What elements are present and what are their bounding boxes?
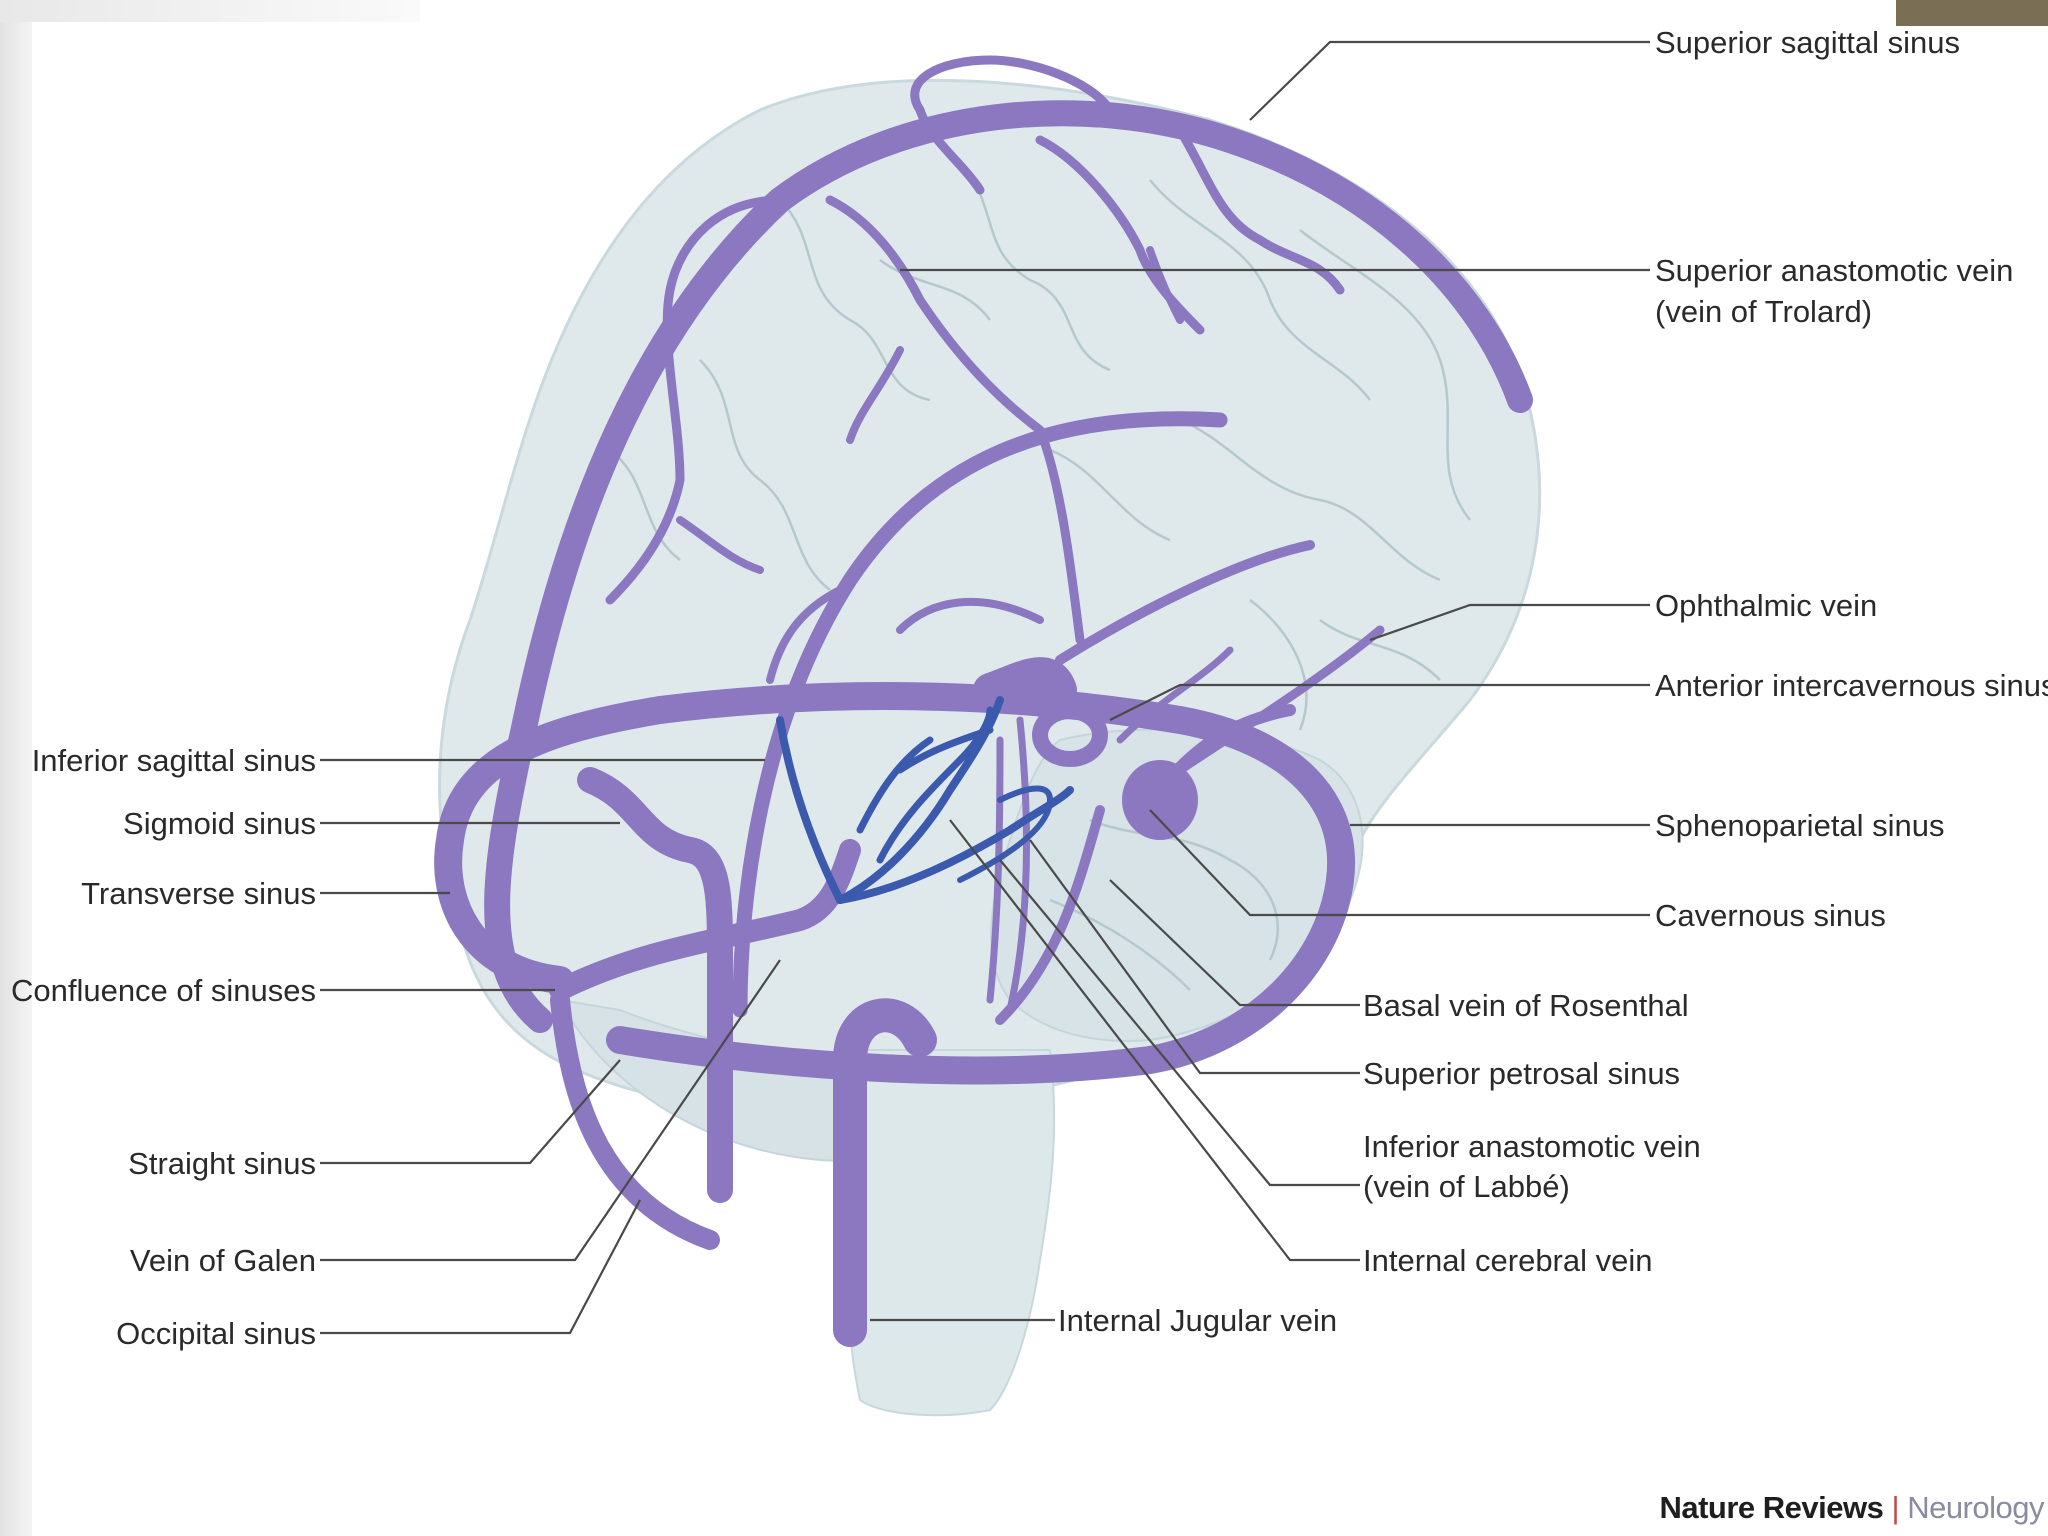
sigmoid-sinus-vessel [577,767,733,1203]
label-occipital-sinus: Occipital sinus [116,1316,316,1351]
label-confluence-of-sinuses: Confluence of sinuses [11,973,316,1008]
leader-lines [320,40,1650,1335]
occipital-sinus-vessel [550,990,720,1250]
credit-journal: Nature Reviews [1659,1490,1884,1525]
transverse-sinus-vessel [434,682,1356,1085]
label-internal-jugular-vein: Internal Jugular vein [1058,1303,1337,1338]
brainstem [846,1049,1056,1417]
venous-sinuses [434,55,1533,1347]
label-sphenoparietal-sinus: Sphenoparietal sinus [1655,808,1945,843]
label-superior-petrosal-sinus: Superior petrosal sinus [1363,1056,1680,1091]
label-inferior-sagittal-sinus: Inferior sagittal sinus [32,743,316,778]
label-transverse-sinus: Transverse sinus [81,876,316,911]
slide-left-edge [0,0,32,1536]
label-ophthalmic-vein: Ophthalmic vein [1655,588,1877,623]
labels-left: Inferior sagittal sinus Sigmoid sinus Tr… [11,743,316,1351]
label-superior-anastomotic-vein: Superior anastomotic vein [1655,253,2013,288]
corner-accent-block [1896,0,2048,26]
label-basal-vein: Basal vein of Rosenthal [1363,988,1689,1023]
internal-jugular-vessel [833,998,937,1347]
label-vein-of-labbe: (vein of Labbé) [1363,1169,1570,1204]
label-sigmoid-sinus: Sigmoid sinus [123,806,316,841]
petrosal-vessel [995,805,1105,1025]
label-straight-sinus: Straight sinus [128,1146,316,1181]
inferior-sagittal-sinus-vessel [732,411,1228,1018]
journal-credit: Nature Reviews | Neurology [1659,1490,2044,1526]
cavernous-node [973,657,1077,707]
label-anterior-intercavernous-sinus: Anterior intercavernous sinus [1655,668,2048,703]
deep-veins [776,696,1074,904]
label-inferior-anastomotic-vein: Inferior anastomotic vein [1363,1129,1701,1164]
label-vein-of-trolard: (vein of Trolard) [1655,294,1872,329]
label-internal-cerebral-vein: Internal cerebral vein [1363,1243,1653,1278]
cavernous-sinus-body [1122,760,1198,840]
credit-separator: | [1891,1490,1900,1525]
label-cavernous-sinus: Cavernous sinus [1655,898,1886,933]
credit-section: Neurology [1907,1490,2044,1525]
slide-top-edge [0,0,420,22]
label-vein-of-galen: Vein of Galen [130,1243,316,1278]
intercavernous-ring [1032,703,1108,767]
label-superior-sagittal-sinus: Superior sagittal sinus [1655,25,1960,60]
ophthalmic-vessel [1175,625,1385,775]
labels-right: Superior sagittal sinus Superior anastom… [1058,25,2048,1338]
upper-frontal-branch [1055,540,1315,665]
gyri-pattern [609,159,1471,991]
sphenoparietal-vessel [1154,704,1296,796]
